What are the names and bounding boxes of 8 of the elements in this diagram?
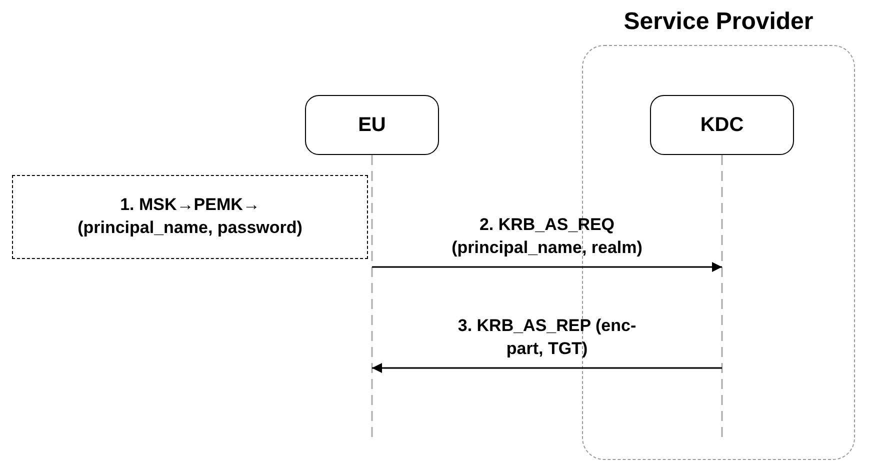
note-box: 1. MSK→PEMK→ (principal_name, password): [12, 175, 368, 259]
participant-box: KDC: [650, 95, 794, 155]
message-label: 3. KRB_AS_REP (enc-part, TGT): [456, 315, 638, 360]
message-label: 2. KRB_AS_REQ (principal_name, realm): [450, 214, 644, 259]
message-arrow: [372, 363, 722, 373]
region-title: Service Provider: [622, 8, 814, 36]
participant-box: EU: [305, 95, 439, 155]
message-arrow: [372, 262, 722, 272]
